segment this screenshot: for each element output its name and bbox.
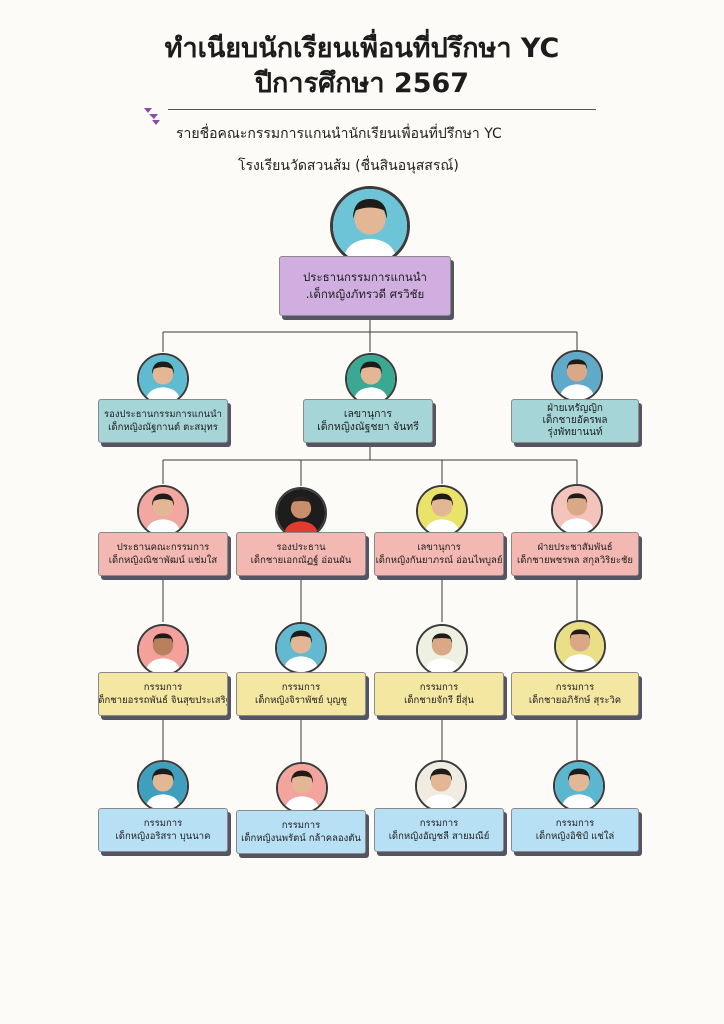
node-r2c4: กรรมการ เด็กชายอภิรักษ์ สุระวิค bbox=[511, 672, 639, 716]
node-role: ฝ่ายประชาสัมพันธ์ bbox=[537, 542, 613, 553]
node-r2c1: กรรมการ เด็กชายอรรถพันธ์ จินสุขประเสริฐ bbox=[98, 672, 228, 716]
node-r1c2: รองประธาน เด็กชายเอกณัฏฐ์ อ่อนผัน bbox=[236, 532, 366, 576]
node-name: เด็กหญิงนพรัตน์ กล้าคลองตัน bbox=[241, 833, 361, 844]
node-role: ประธานคณะกรรมการ bbox=[116, 542, 210, 553]
node-r1c4: ฝ่ายประชาสัมพันธ์ เด็กชายพชรพล สกุลวิริย… bbox=[511, 532, 639, 576]
node-vp: รองประธานกรรมการแกนนำ เด็กหญิงณัฐกานต์ ต… bbox=[98, 399, 228, 443]
node-name: เด็กชายเอกณัฏฐ์ อ่อนผัน bbox=[250, 555, 352, 566]
node-r3c1: กรรมการ เด็กหญิงอริสรา บุนนาค bbox=[98, 808, 228, 852]
avatar bbox=[137, 485, 189, 537]
node-name-2: รุ่งพัทยานนท์ bbox=[547, 427, 603, 438]
node-name: เด็กหญิงจิราพัชย์ บุญชู bbox=[254, 695, 348, 706]
node-name: เด็กหญิงอัญชลี สายมณีย์ bbox=[388, 831, 490, 842]
node-name: เด็กหญิงณิชาพัฒน์ แช่มใส bbox=[108, 555, 218, 566]
subtitle: รายชื่อคณะกรรมการแกนนำนักเรียนเพื่อนที่ป… bbox=[176, 126, 502, 142]
avatar bbox=[276, 762, 328, 814]
node-r1c1: ประธานคณะกรรมการ เด็กหญิงณิชาพัฒน์ แช่มใ… bbox=[98, 532, 228, 576]
node-secretary: เลขานุการ เด็กหญิงณัฐชยา จันทรี bbox=[303, 399, 433, 443]
node-role: รองประธานกรรมการแกนนำ bbox=[104, 409, 222, 420]
node-role: กรรมการ bbox=[143, 682, 183, 693]
avatar bbox=[275, 622, 327, 674]
node-role: กรรมการ bbox=[419, 682, 459, 693]
node-name: เด็กชายอรรถพันธ์ จินสุขประเสริฐ bbox=[98, 695, 228, 706]
node-role: กรรมการ bbox=[555, 818, 595, 829]
node-role: กรรมการ bbox=[555, 682, 595, 693]
node-name: เด็กหญิงอิชิป์ แช่ใล่ bbox=[535, 831, 615, 842]
avatar bbox=[137, 353, 189, 405]
node-name: เด็กชายจักรี ยี่สุ่น bbox=[404, 695, 474, 706]
avatar bbox=[137, 624, 189, 676]
node-treasurer: ฝ่ายเหรัญญิก เด็กชายอัครพล รุ่งพัทยานนท์ bbox=[511, 399, 639, 443]
node-r1c3: เลขานุการ เด็กหญิงกันยาภรณ์ อ่อนไพบูลย์ bbox=[374, 532, 504, 576]
page-title-line1: ทำเนียบนักเรียนเพื่อนที่ปรึกษา YC bbox=[164, 33, 560, 64]
avatar bbox=[330, 186, 410, 266]
node-role: กรรมการ bbox=[281, 682, 321, 693]
avatar bbox=[416, 485, 468, 537]
avatar bbox=[554, 620, 606, 672]
avatar bbox=[345, 353, 397, 405]
page-title-line2: ปีการศึกษา 2567 bbox=[254, 68, 470, 99]
node-role: เลขานุการ bbox=[343, 408, 393, 420]
node-role: กรรมการ bbox=[143, 818, 183, 829]
node-name: เด็กหญิงกันยาภรณ์ อ่อนไพบูลย์ bbox=[375, 555, 503, 566]
node-role: รองประธาน bbox=[276, 542, 326, 553]
school-name: โรงเรียนวัดสวนส้ม (ชื่นสินอนุสสรณ์) bbox=[238, 158, 459, 174]
node-president: ประธานกรรมการแกนนำ .เด็กหญิงภัทรวดี ศรวิ… bbox=[279, 256, 451, 316]
divider bbox=[168, 109, 596, 110]
node-name: เด็กหญิงอริสรา บุนนาค bbox=[115, 831, 211, 842]
node-name: เด็กชายอัครพล bbox=[542, 415, 608, 426]
node-name: เด็กชายพชรพล สกุลวิริยะชัย bbox=[517, 555, 633, 566]
node-name: .เด็กหญิงภัทรวดี ศรวิชัย bbox=[305, 287, 425, 301]
node-name: เด็กหญิงณัฐชยา จันทรี bbox=[317, 421, 419, 433]
node-r2c2: กรรมการ เด็กหญิงจิราพัชย์ บุญชู bbox=[236, 672, 366, 716]
node-r2c3: กรรมการ เด็กชายจักรี ยี่สุ่น bbox=[374, 672, 504, 716]
node-r3c3: กรรมการ เด็กหญิงอัญชลี สายมณีย์ bbox=[374, 808, 504, 852]
node-r3c2: กรรมการ เด็กหญิงนพรัตน์ กล้าคลองตัน bbox=[236, 810, 366, 854]
node-role: กรรมการ bbox=[419, 818, 459, 829]
avatar bbox=[553, 760, 605, 812]
logo-icon bbox=[144, 108, 160, 125]
node-role: ประธานกรรมการแกนนำ bbox=[302, 270, 428, 284]
avatar bbox=[415, 760, 467, 812]
avatar bbox=[137, 760, 189, 812]
node-role: เลขานุการ bbox=[417, 542, 461, 553]
avatar bbox=[551, 484, 603, 536]
node-role: ฝ่ายเหรัญญิก bbox=[547, 403, 603, 414]
avatar bbox=[551, 350, 603, 402]
node-role: กรรมการ bbox=[281, 820, 321, 831]
node-r3c4: กรรมการ เด็กหญิงอิชิป์ แช่ใล่ bbox=[511, 808, 639, 852]
node-name: เด็กชายอภิรักษ์ สุระวิค bbox=[528, 695, 622, 706]
node-name: เด็กหญิงณัฐกานต์ ตะสมุทร bbox=[108, 422, 218, 433]
avatar bbox=[416, 624, 468, 676]
